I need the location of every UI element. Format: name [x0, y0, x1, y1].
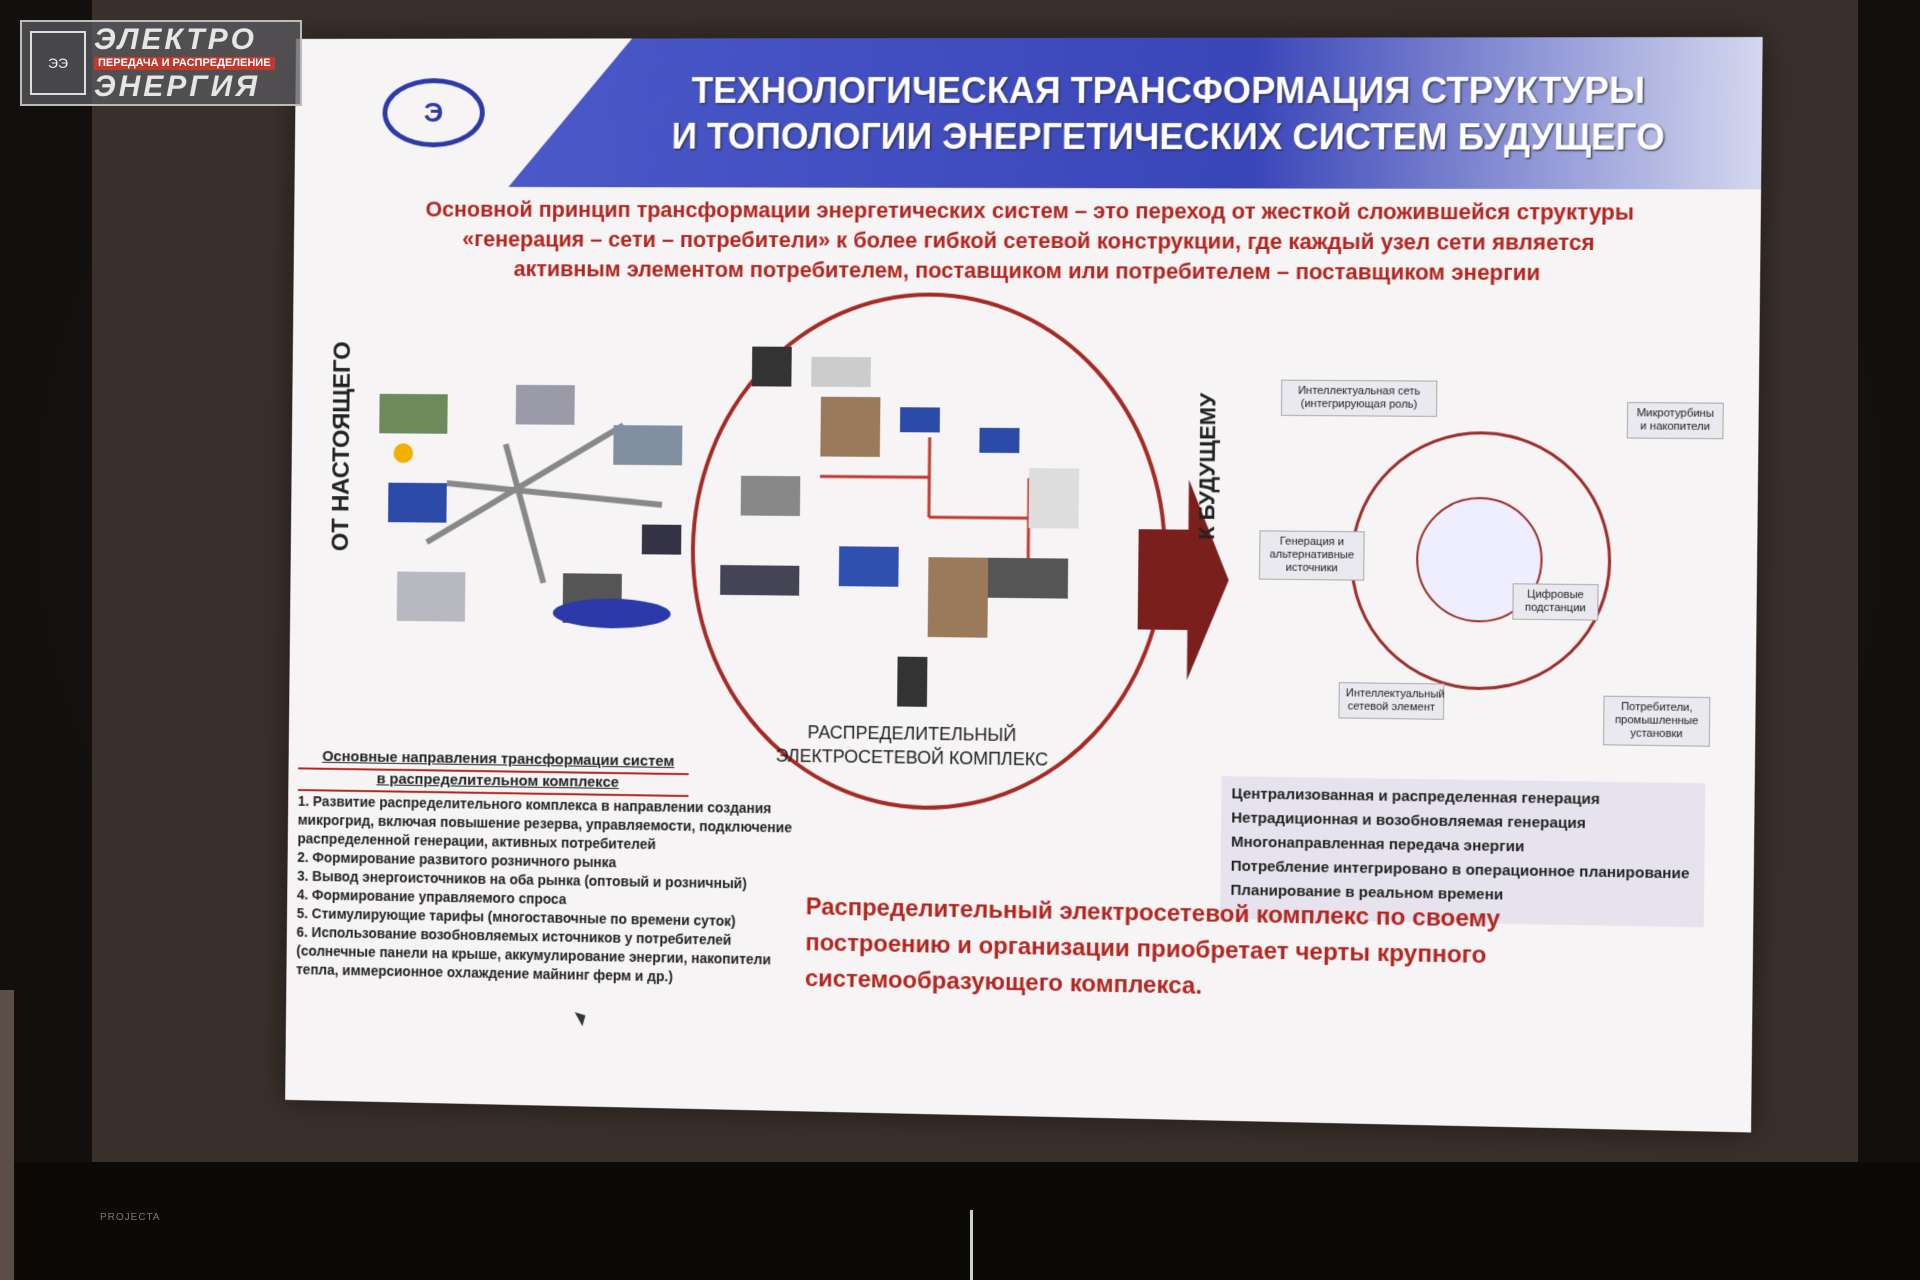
directions-title-line1: Основные направления трансформации систе… — [322, 748, 674, 770]
callout-smart-grid: Интеллектуальная сеть (интегрирующая рол… — [1281, 380, 1438, 417]
left-post — [0, 990, 14, 1280]
screen-brand-label: PROJECTA — [100, 1212, 161, 1223]
slide-title-line1: ТЕХНОЛОГИЧЕСКАЯ ТРАНСФОРМАЦИЯ СТРУКТУРЫ — [646, 68, 1692, 115]
watermark-logo: ЭЭ ЭЛЕКТРО ПЕРЕДАЧА И РАСПРЕДЕЛЕНИЕ ЭНЕР… — [20, 20, 302, 106]
callout-digital-substations: Цифровые подстанции — [1512, 583, 1598, 620]
callout-microturbines: Микротурбины и накопители — [1627, 402, 1724, 439]
watermark-emblem-icon: ЭЭ — [30, 31, 86, 95]
watermark-line1: ЭЛЕКТРО — [94, 25, 275, 55]
directions-list: 1. Развитие распределительного комплекса… — [296, 792, 846, 990]
circle-label: РАСПРЕДЕЛИТЕЛЬНЫЙ ЭЛЕКТРОСЕТЕВОЙ КОМПЛЕК… — [748, 719, 1077, 772]
slide-title: ТЕХНОЛОГИЧЕСКАЯ ТРАНСФОРМАЦИЯ СТРУКТУРЫ … — [646, 68, 1692, 161]
subtitle-line3: активным элементом потребителем, поставщ… — [361, 254, 1700, 289]
conclusion-text: Распределительный электросетевой комплек… — [805, 889, 1715, 1014]
mouse-cursor-icon — [575, 1008, 590, 1026]
callout-generation: Генерация и альтернативные источники — [1259, 530, 1365, 580]
to-future-label: К БУДУЩЕМУ — [1194, 393, 1222, 540]
from-present-label: ОТ НАСТОЯЩЕГО — [328, 341, 357, 551]
callout-intelligent-element: Интеллектуальный сетевой элемент — [1338, 682, 1444, 720]
screen-stand — [970, 1210, 973, 1280]
distribution-illustration — [699, 326, 1151, 749]
screen-base — [0, 1162, 1920, 1280]
slide-title-line2: И ТОПОЛОГИИ ЭНЕРГЕТИЧЕСКИХ СИСТЕМ БУДУЩЕ… — [646, 114, 1692, 161]
present-grid-illustration — [367, 364, 712, 664]
circle-label-line2: ЭЛЕКТРОСЕТЕВОЙ КОМПЛЕКС — [748, 743, 1076, 772]
company-logo-icon: Э — [382, 78, 485, 147]
callout-consumers: Потребители, промышленные установки — [1603, 696, 1710, 747]
watermark-text: ЭЛЕКТРО ПЕРЕДАЧА И РАСПРЕДЕЛЕНИЕ ЭНЕРГИЯ — [94, 25, 275, 102]
subtitle-line1: Основной принцип трансформации энергетич… — [362, 195, 1701, 228]
subtitle-line2: «генерация – сети – потребители» к более… — [362, 224, 1701, 258]
future-grid-diagram: Интеллектуальная сеть (интегрирующая рол… — [1237, 379, 1720, 768]
watermark-line3: ЭНЕРГИЯ — [94, 72, 275, 102]
slide-subtitle: Основной принцип трансформации энергетич… — [361, 195, 1701, 289]
presentation-slide: Э ТЕХНОЛОГИЧЕСКАЯ ТРАНСФОРМАЦИЯ СТРУКТУР… — [285, 37, 1763, 1132]
watermark-line2: ПЕРЕДАЧА И РАСПРЕДЕЛЕНИЕ — [94, 57, 275, 70]
